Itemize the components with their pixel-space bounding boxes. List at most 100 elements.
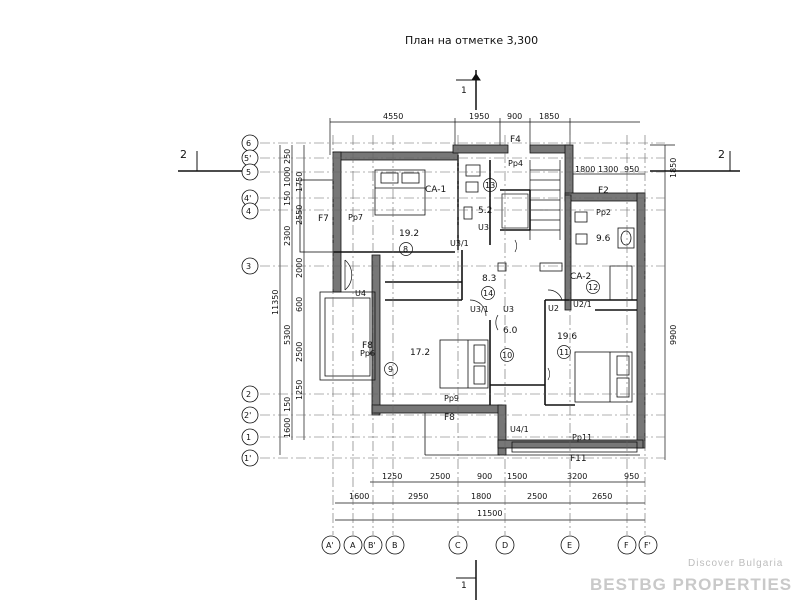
dim-top2-2: 1300 — [598, 165, 618, 174]
axis-bubbles-bottom — [321, 535, 658, 555]
room-8-number: 8 — [403, 245, 408, 254]
section-cut-1 — [456, 70, 481, 600]
room-11-number: 11 — [559, 348, 569, 357]
grid-axis-lines — [260, 135, 665, 535]
label-u2-1: U2/1 — [573, 300, 592, 309]
svg-text:2': 2' — [244, 411, 251, 420]
room-number-circles — [384, 178, 600, 376]
section-2-label-right: 2 — [718, 148, 725, 161]
svg-text:5': 5' — [244, 154, 251, 163]
svg-text:B': B' — [368, 541, 376, 550]
drawing-title: План на отметке 3,300 — [405, 34, 538, 47]
room-13-area: 5.2 — [478, 206, 492, 216]
svg-text:F': F' — [644, 541, 651, 550]
room-8-area: 19.2 — [399, 229, 419, 239]
axis-labels-left: 6 5' 5 4' 4 3 2 2' 1 1' — [244, 139, 251, 463]
svg-text:1250: 1250 — [382, 472, 402, 481]
svg-text:F: F — [624, 541, 629, 550]
svg-text:D: D — [502, 541, 508, 550]
label-f7: F7 — [318, 214, 329, 224]
svg-text:2000: 2000 — [295, 258, 304, 278]
room-9-number: 9 — [388, 365, 393, 374]
dim-top-2: 1950 — [469, 112, 489, 121]
svg-text:900: 900 — [477, 472, 492, 481]
dim-top2-1: 1800 — [575, 165, 595, 174]
label-pp4: Pp4 — [508, 159, 523, 168]
left-dimension-texts: 250 1000 1750 150 2550 2300 2000 600 250… — [271, 149, 304, 438]
bottom-dim-row-2: 1600 2950 1800 2500 2650 — [349, 492, 612, 501]
svg-text:B: B — [392, 541, 398, 550]
svg-text:6: 6 — [246, 139, 251, 148]
label-ca2: CA-2 — [570, 272, 591, 282]
label-f8-left: F8 — [362, 341, 373, 351]
dim-total-width: 11500 — [477, 509, 502, 518]
room-10-number: 10 — [502, 351, 512, 360]
room-12-number: 12 — [588, 283, 598, 292]
door-swings — [344, 239, 563, 381]
dim-top-3: 900 — [507, 112, 522, 121]
svg-text:950: 950 — [624, 472, 639, 481]
label-f2: F2 — [598, 186, 609, 196]
room-10-area: 6.0 — [503, 326, 518, 336]
watermark-tagline: Discover Bulgaria — [688, 558, 783, 569]
svg-text:1600: 1600 — [283, 418, 292, 438]
label-u3-mid: U3 — [503, 305, 514, 314]
svg-text:2300: 2300 — [283, 226, 292, 246]
label-pp6: Pp6 — [360, 349, 375, 358]
label-pp2: Pp2 — [596, 208, 611, 217]
svg-text:250: 250 — [283, 149, 292, 164]
svg-text:1000: 1000 — [283, 167, 292, 187]
room-12-area: 9.6 — [596, 234, 611, 244]
outline-lines — [299, 179, 640, 456]
svg-text:2950: 2950 — [408, 492, 428, 501]
svg-text:3200: 3200 — [567, 472, 587, 481]
dim-right-2: 9900 — [669, 325, 678, 345]
svg-text:1750: 1750 — [295, 172, 304, 192]
svg-text:A': A' — [326, 541, 334, 550]
dim-top-4: 1850 — [539, 112, 559, 121]
room-9-area: 17.2 — [410, 348, 430, 358]
room-11-area: 19.6 — [557, 332, 577, 342]
label-u4: U4 — [355, 289, 366, 298]
svg-text:2650: 2650 — [592, 492, 612, 501]
svg-text:600: 600 — [295, 297, 304, 312]
svg-text:1500: 1500 — [507, 472, 527, 481]
dim-right-1: 1850 — [669, 158, 678, 178]
svg-text:1250: 1250 — [295, 380, 304, 400]
axis-bubbles-left — [241, 134, 259, 467]
label-f4: F4 — [510, 135, 521, 145]
svg-text:5300: 5300 — [283, 325, 292, 345]
svg-text:2550: 2550 — [295, 205, 304, 225]
svg-text:4': 4' — [244, 194, 251, 203]
watermark-brand: BESTBG PROPERTIES — [590, 575, 792, 594]
svg-text:A: A — [350, 541, 356, 550]
label-u2: U2 — [548, 304, 559, 313]
svg-text:2500: 2500 — [430, 472, 450, 481]
label-f8-bottom: F8 — [444, 413, 455, 423]
room-14-area: 8.3 — [482, 274, 496, 284]
label-f11: F11 — [570, 454, 587, 464]
label-u3-1-mid: U3/1 — [470, 305, 489, 314]
svg-text:3: 3 — [246, 262, 251, 271]
svg-text:5: 5 — [246, 168, 251, 177]
left-dimension-lines — [279, 145, 305, 455]
staircase — [501, 160, 561, 240]
section-1-label-bottom: 1 — [461, 581, 467, 591]
svg-text:1: 1 — [246, 433, 251, 442]
label-pp7: Pp7 — [348, 213, 363, 222]
svg-text:2500: 2500 — [527, 492, 547, 501]
svg-text:E: E — [567, 541, 572, 550]
svg-text:11350: 11350 — [271, 290, 280, 315]
section-cut-2 — [178, 151, 740, 172]
label-ca1: CA-1 — [425, 185, 446, 195]
bottom-dimension-lines — [335, 481, 645, 521]
svg-text:1600: 1600 — [349, 492, 369, 501]
svg-text:2500: 2500 — [295, 342, 304, 362]
svg-text:1': 1' — [244, 454, 251, 463]
svg-text:150: 150 — [283, 397, 292, 412]
svg-text:4: 4 — [246, 207, 251, 216]
label-u4-1: U4/1 — [510, 425, 529, 434]
section-2-label-left: 2 — [180, 148, 187, 161]
svg-text:2: 2 — [246, 390, 251, 399]
